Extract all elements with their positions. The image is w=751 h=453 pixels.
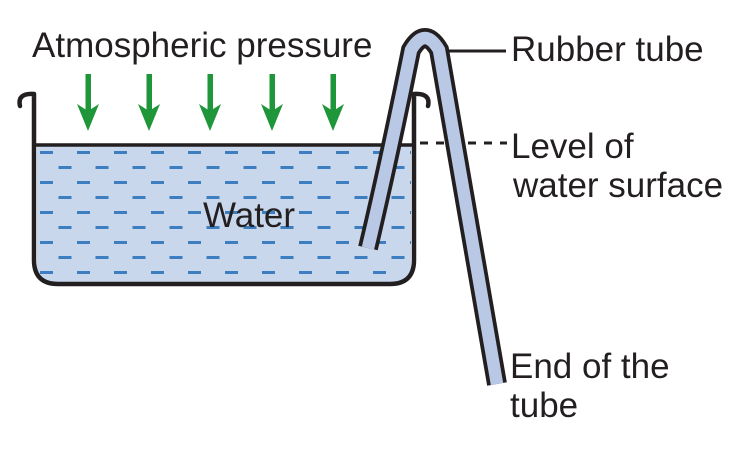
end-label-line1: End of the xyxy=(510,347,670,386)
down-arrow-icon xyxy=(322,74,344,131)
water-dash-pattern xyxy=(37,146,411,282)
end-of-tube-label: End of the tube xyxy=(510,347,670,425)
down-arrow-icon xyxy=(138,74,160,131)
level-label-line2: water surface xyxy=(512,166,723,205)
level-label-line1: Level of xyxy=(511,127,634,166)
down-arrow-icon xyxy=(77,74,99,131)
down-arrow-icon xyxy=(199,74,221,131)
atmospheric-pressure-arrows xyxy=(77,74,344,131)
water-label: Water xyxy=(203,196,295,235)
container-outline xyxy=(17,91,431,287)
down-arrow-icon xyxy=(261,74,283,131)
rubber-tube xyxy=(361,31,504,386)
atmospheric-pressure-label: Atmospheric pressure xyxy=(32,26,372,65)
level-of-water-surface-label: Level of water surface xyxy=(511,127,723,205)
rubber-tube-label: Rubber tube xyxy=(511,30,704,69)
end-label-line2: tube xyxy=(510,386,578,425)
